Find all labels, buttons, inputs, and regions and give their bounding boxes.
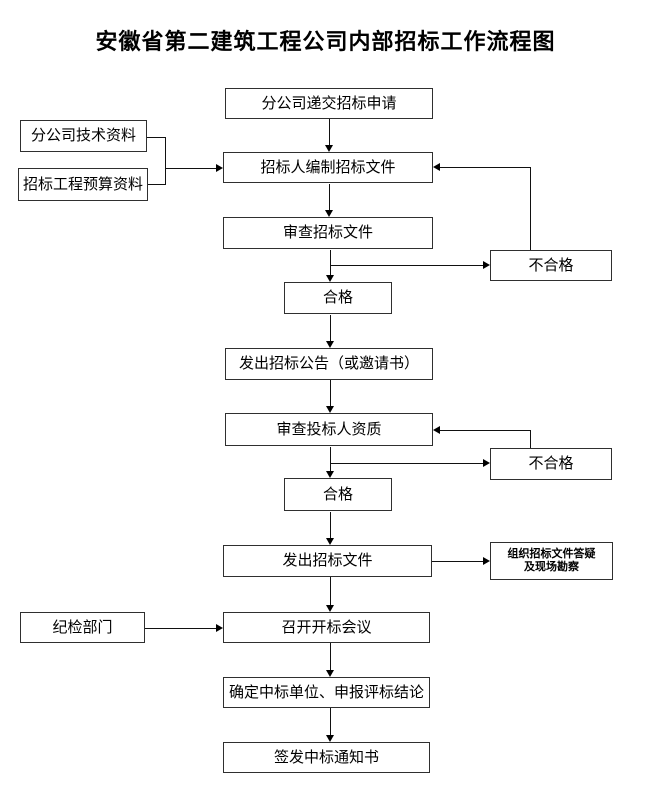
connector-fail2-loop — [530, 430, 531, 448]
arrowhead-down-meeting — [326, 605, 334, 612]
node-issue-award-notice: 签发中标通知书 — [223, 742, 430, 773]
arrowhead-right-qa — [483, 557, 490, 565]
connector-tech-bracket — [147, 137, 165, 138]
connector-budget-bracket — [148, 184, 165, 185]
arrowhead-down-issuedocs — [326, 538, 334, 545]
connector-discipline-meeting — [145, 628, 217, 629]
arrowhead-down-reviewdocs — [325, 210, 333, 217]
arrowhead-down-notify — [326, 735, 334, 742]
arrowhead-down-determine — [326, 670, 334, 677]
node-review-bid-documents: 审查招标文件 — [223, 217, 433, 249]
node-issue-bid-announcement: 发出招标公告（或邀请书） — [225, 348, 433, 380]
node-qualified-2: 合格 — [284, 478, 392, 511]
page-title: 安徽省第二建筑工程公司内部招标工作流程图 — [95, 29, 556, 54]
node-project-budget-materials: 招标工程预算资料 — [18, 168, 148, 201]
node-qualified-1: 合格 — [284, 282, 392, 314]
connector-issuedocs-meeting — [330, 577, 331, 606]
node-hold-bid-opening-meeting: 召开开标会议 — [223, 612, 430, 643]
node-submit-bid-application: 分公司递交招标申请 — [225, 88, 433, 119]
connector-compile-reviewdocs — [329, 184, 330, 211]
connector-materials-bracket — [165, 137, 166, 185]
arrowhead-left-compile — [433, 163, 440, 171]
connector-reviewbidders-fail2 — [330, 463, 484, 464]
connector-bracket-compile — [165, 168, 217, 169]
connector-apply-compile — [329, 119, 330, 146]
arrowhead-down-compile — [325, 145, 333, 152]
connector-pass2-issuedocs — [330, 512, 331, 539]
connector-fail2-reviewbidders — [439, 430, 530, 431]
node-review-bidder-qualifications: 审查投标人资质 — [225, 413, 433, 446]
connector-announce-reviewbidders — [330, 380, 331, 407]
connector-fail1-compile — [439, 167, 530, 168]
node-compile-bid-documents: 招标人编制招标文件 — [223, 152, 433, 183]
connector-fail1-loop — [530, 167, 531, 250]
arrowhead-down-pass2 — [326, 471, 334, 478]
node-determine-winner-report-conclusion: 确定中标单位、申报评标结论 — [223, 677, 430, 708]
arrowhead-down-pass1 — [326, 275, 334, 282]
arrowhead-right-meeting — [216, 624, 223, 632]
arrowhead-right-compile — [216, 164, 223, 172]
arrowhead-left-reviewbidders — [433, 426, 440, 434]
arrowhead-right-fail2 — [483, 459, 490, 467]
arrowhead-down-reviewbidders — [326, 406, 334, 413]
arrowhead-down-announce — [326, 341, 334, 348]
connector-reviewdocs-pass1 — [330, 250, 331, 276]
node-unqualified-1: 不合格 — [490, 250, 612, 281]
node-issue-bid-documents: 发出招标文件 — [223, 545, 432, 577]
connector-determine-notify — [330, 708, 331, 736]
node-unqualified-2: 不合格 — [490, 448, 612, 480]
node-organize-qa-site-survey: 组织招标文件答疑 及现场勘察 — [490, 542, 613, 580]
connector-reviewdocs-fail1 — [330, 265, 484, 266]
arrowhead-right-fail1 — [483, 261, 490, 269]
connector-pass1-announce — [330, 315, 331, 342]
node-branch-technical-materials: 分公司技术资料 — [20, 120, 147, 152]
node-discipline-inspection-dept: 纪检部门 — [20, 612, 145, 643]
connector-meeting-determine — [330, 643, 331, 671]
connector-issuedocs-qa — [432, 561, 484, 562]
connector-reviewbidders-pass2 — [330, 447, 331, 472]
